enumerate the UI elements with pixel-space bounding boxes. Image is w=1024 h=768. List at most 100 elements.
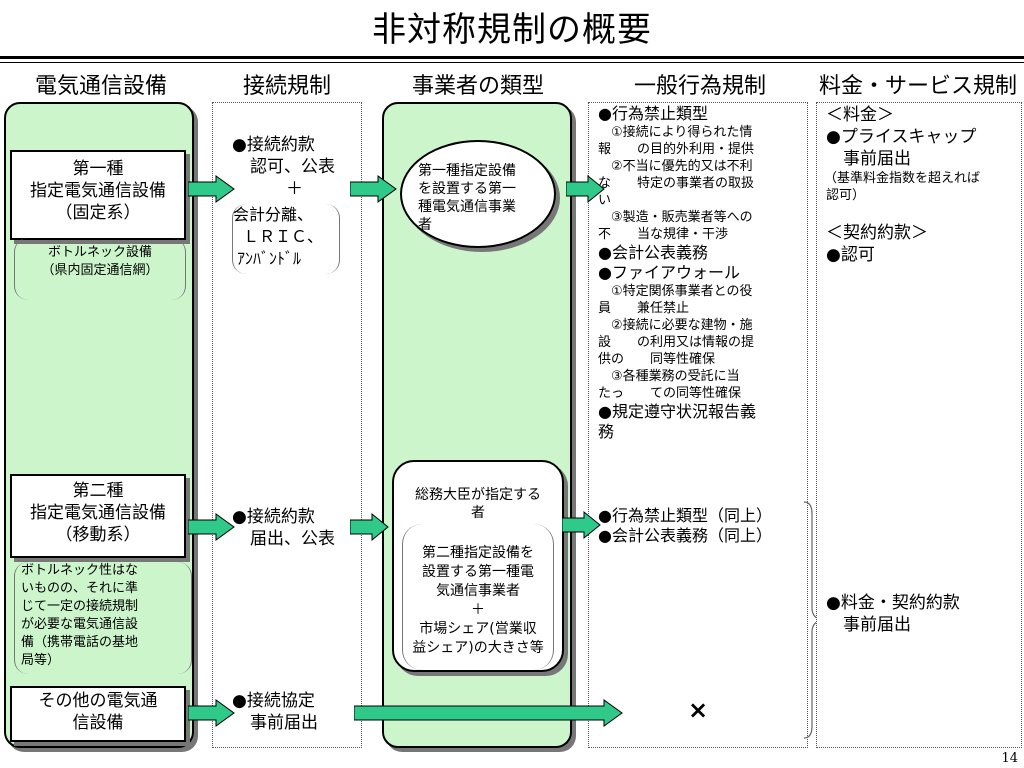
type1-note: ボトルネック設備 （県内固定通信網）: [14, 238, 186, 300]
page-title: 非対称規制の概要: [372, 10, 652, 50]
gen-line-6: ③製造・販売業者等への: [598, 210, 753, 225]
arrow-connection2-to-operator: [350, 512, 389, 542]
title-rule-thin: [0, 62, 1024, 63]
fee-r2-line2: 事前届出: [826, 615, 911, 635]
op1-line2: を設置する第一: [418, 181, 516, 197]
conn-r3-line2: 事前届出: [250, 713, 318, 733]
op1-line4: 者: [418, 217, 432, 233]
arrow-operator2-to-general: [562, 510, 601, 540]
gen-r2-line2: ●会計公表義務（同上）: [598, 526, 772, 545]
fee-line-2: 事前届出: [826, 149, 911, 169]
conn-r1-plus: ＋: [286, 179, 303, 199]
gen-line-1: ①接続により得られた情: [598, 125, 753, 140]
other-facility-box: その他の電気通 信設備: [10, 686, 186, 742]
fee-line-5: [826, 204, 1022, 222]
gen-line-9: ●ファイアウォール: [598, 263, 740, 282]
op2-top-line1: 総務大臣が指定する: [415, 487, 541, 503]
fee-line-1: ●プライスキャップ: [826, 127, 977, 147]
fee-row2: ●料金・契約約款 事前届出: [826, 592, 1022, 636]
type1-facility-box: 第一種 指定電気通信設備 （固定系）: [10, 150, 186, 240]
arrow-facility1-to-connection: [188, 175, 235, 203]
gen-line-14: 供の 同等性確保: [598, 352, 716, 367]
gen-line-8: ●会計公表義務: [598, 243, 708, 262]
col-heading-facility: 電気通信設備: [34, 74, 167, 99]
arrow-connection3-to-general: [354, 699, 623, 727]
arrow-connection1-to-operator: [350, 175, 397, 203]
type2-note-line1: ボトルネック性はな: [21, 563, 139, 578]
type1-note-line1: ボトルネック設備: [47, 245, 152, 260]
connection-row2: ●接続約款 届出、公表: [232, 506, 352, 550]
page-number: 14: [1001, 751, 1018, 766]
col-heading-fee: 料金・サービス規制: [818, 74, 1017, 99]
type2-note-line4: が必要な電気通信設: [21, 617, 139, 632]
conn-bracket-line3: ｱﾝﾊﾞﾝﾄﾞﾙ: [237, 249, 302, 268]
type2-note-line6: 局等）: [21, 653, 61, 668]
gen-line-13: 設 の利用又は情報の提: [598, 335, 755, 350]
type1-line2: 指定電気通信設備: [30, 181, 166, 201]
type2-note-line2: いものの、それに準: [21, 581, 139, 596]
op2-inner-bracket: 第二種指定設備を 設置する第一種電 気通信事業者 ＋ 市場シェア(営業収 益シェ…: [402, 524, 554, 670]
fee-row1: ＜料金＞ ●プライスキャップ 事前届出 （基準料金指数を超えれば 認可） ＜契約…: [824, 104, 1022, 266]
gen-line-15: ③各種業務の受託に当: [598, 369, 740, 384]
type1-note-line2: （県内固定通信網）: [41, 263, 159, 278]
type2-line3: （移動系）: [55, 525, 141, 545]
gen-line-7: 不 当な規律・干渉: [598, 227, 729, 242]
op2-top-line2: 者: [471, 505, 485, 521]
type2-line2: 指定電気通信設備: [30, 503, 166, 523]
type2-note: ボトルネック性はな いものの、それに準 じて一定の接続規制 が必要な電気通信設 …: [14, 562, 192, 674]
arrow-operator1-to-general: [566, 174, 605, 204]
fee-r2-line1: ●料金・契約約款: [826, 593, 960, 613]
type2-note-line5: 備（携帯電話の基地: [21, 635, 139, 650]
conn-r1-line2: 認可、公表: [250, 157, 335, 177]
type1-line3: （固定系）: [55, 203, 141, 223]
conn-r2-line2: 届出、公表: [250, 529, 335, 549]
connection-row1-bracket: 会計分離、 ＬＲＩＣ、 ｱﾝﾊﾞﾝﾄﾞﾙ: [232, 204, 340, 274]
conn-r1-line1: ●接続約款: [232, 135, 315, 155]
fee-line-3: （基準料金指数を超えれば: [824, 171, 981, 186]
title-rule: [0, 56, 1024, 59]
general-row3-cross: ×: [688, 696, 709, 724]
gen-line-4: な 特定の事業者の取扱: [598, 176, 755, 191]
type1-line1: 第一種: [72, 159, 124, 179]
col-heading-operator-type: 事業者の類型: [411, 74, 544, 99]
fee-line-7: ●認可: [826, 245, 875, 265]
fee-column: [816, 102, 1022, 748]
gen-line-3: ②不当に優先的又は不利: [598, 159, 753, 174]
conn-bracket-line1: 会計分離、: [233, 205, 314, 224]
gen-line-10: ①特定関係事業者との役: [598, 284, 753, 299]
other-line1: その他の電気通: [38, 691, 158, 711]
fee-line-6: ＜契約約款＞: [826, 223, 928, 243]
connection-row1: ●接続約款 認可、公表 ＋: [232, 134, 352, 200]
gen-line-0: ●行為禁止類型: [598, 104, 708, 123]
type2-note-line3: じて一定の接続規制: [21, 599, 139, 614]
fee-line-0: ＜料金＞: [826, 105, 894, 125]
op2-inner-line1: 第二種指定設備を: [422, 545, 534, 561]
type2-line1: 第二種: [72, 481, 124, 501]
op2-inner-line5: 市場シェア(営業収: [419, 621, 537, 637]
gen-r2-line1: ●行為禁止類型（同上）: [598, 506, 772, 525]
conn-r3-line1: ●接続協定: [232, 691, 315, 711]
op2-inner-line6: 益シェア)の大きさ等: [412, 640, 544, 656]
gen-line-2: 報 の目的外利用・提供: [598, 142, 755, 157]
general-row1: ●行為禁止類型 ①接続により得られた情 報 の目的外利用・提供 ②不当に優先的又…: [598, 104, 804, 442]
gen-line-12: ②接続に必要な建物・施: [598, 318, 753, 333]
gen-line-18: 務: [598, 422, 615, 441]
gen-line-17: ●規定遵守状況報告義: [598, 402, 756, 421]
type1-operator-oval: 第一種指定設備 を設置する第一 種電気通信事業 者: [400, 140, 556, 248]
op2-inner-line3: 気通信事業者: [436, 583, 520, 599]
conn-bracket-line2: ＬＲＩＣ、: [243, 227, 324, 246]
other-line2: 信設備: [72, 713, 124, 733]
op2-inner-line4: ＋: [471, 602, 485, 618]
op1-line1: 第一種指定設備: [418, 163, 516, 179]
arrow-other-to-connection: [188, 699, 235, 727]
arrow-facility2-to-connection: [188, 513, 235, 541]
col-heading-general: 一般行為規制: [633, 74, 766, 99]
op1-line3: 種電気通信事業: [418, 199, 516, 215]
gen-line-16: たっ ての同等性確保: [598, 386, 742, 401]
gen-line-11: 員 兼任禁止: [598, 301, 690, 316]
conn-r2-line1: ●接続約款: [232, 507, 315, 527]
gen-line-5: い: [598, 193, 612, 208]
op2-inner-line2: 設置する第一種電: [422, 564, 534, 580]
col-heading-connection: 接続規制: [242, 74, 331, 99]
type2-facility-box: 第二種 指定電気通信設備 （移動系）: [10, 474, 186, 558]
